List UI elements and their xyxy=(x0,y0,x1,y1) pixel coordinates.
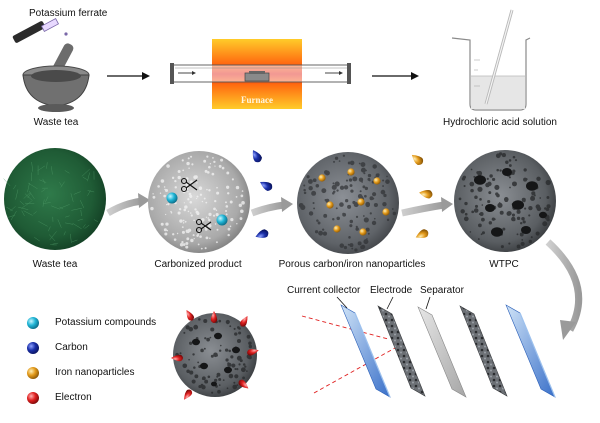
carbon-particles xyxy=(252,150,273,238)
label-separator: Separator xyxy=(420,285,464,296)
label-carbonized: Carbonized product xyxy=(154,259,242,270)
legend-iron-label: Iron nanoparticles xyxy=(55,367,135,378)
dropper-icon xyxy=(12,18,68,43)
separator xyxy=(417,306,467,398)
waste-tea-sphere xyxy=(3,148,106,250)
legend-carbon-label: Carbon xyxy=(55,342,88,353)
electrode-left xyxy=(377,305,426,397)
label-furnace: Furnace xyxy=(241,95,273,105)
scissors-icon-2 xyxy=(195,218,212,234)
label-electrode: Electrode xyxy=(370,285,413,296)
legend-potassium-ball xyxy=(27,317,39,329)
tube-furnace xyxy=(170,39,351,109)
current-collector-right xyxy=(505,304,556,398)
label-acid: Hydrochloric acid solution xyxy=(443,117,557,128)
arrow-wtpc-to-cell xyxy=(545,239,583,332)
electron-sphere xyxy=(171,309,259,400)
current-collector-left xyxy=(340,304,391,398)
arrow-to-furnace xyxy=(107,72,150,80)
arrow-porous-to-wtpc xyxy=(401,201,445,217)
beaker-icon xyxy=(451,9,531,111)
label-porous: Porous carbon/iron nanoparticles xyxy=(278,259,426,270)
porous-sphere xyxy=(297,152,399,254)
legend-iron-ball xyxy=(27,367,39,379)
cell-stack xyxy=(340,304,556,398)
label-waste-tea-raw: Waste tea xyxy=(33,117,79,128)
iron-particles xyxy=(411,154,433,238)
zoom-lines xyxy=(301,315,405,394)
legend-electron-ball xyxy=(27,392,39,404)
label-current-collector: Current collector xyxy=(287,285,361,296)
mortar-pestle-icon xyxy=(22,43,90,112)
scissors-icon xyxy=(180,177,198,193)
label-wtpc: WTPC xyxy=(489,259,519,270)
electrode-right xyxy=(459,305,508,397)
legend-electron-label: Electron xyxy=(55,392,92,403)
carbonized-sphere xyxy=(148,151,250,253)
label-potassium-ferrate: Potassium ferrate xyxy=(29,8,108,19)
legend-potassium-label: Potassium compounds xyxy=(55,317,157,328)
arrow-to-acid xyxy=(372,72,419,80)
wtpc-sphere xyxy=(454,150,556,252)
label-pointers xyxy=(336,296,431,310)
arrow-tea-to-carbonized xyxy=(106,197,143,217)
legend-carbon-ball xyxy=(27,342,39,354)
arrow-carbonized-to-porous xyxy=(250,201,285,217)
label-waste-tea: Waste tea xyxy=(32,259,78,270)
